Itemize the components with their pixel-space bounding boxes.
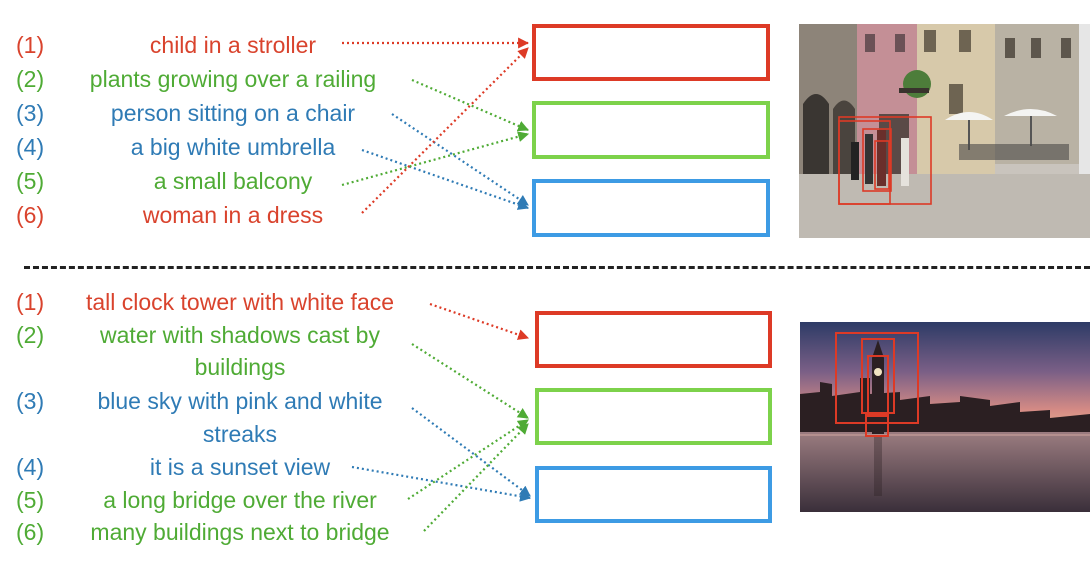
- bottom-item-5-number: (5): [16, 487, 45, 513]
- top-target-box-green: [532, 101, 770, 159]
- top-item-2-number: (2): [16, 66, 45, 92]
- street-scene-illustration: [799, 24, 1090, 238]
- bottom-item-3-text-line2: streaks: [202, 421, 278, 447]
- section-divider: [24, 266, 1090, 269]
- top-item-4-number: (4): [16, 134, 45, 160]
- top-item-1-text: child in a stroller: [149, 32, 317, 58]
- top-item-3-number: (3): [16, 100, 45, 126]
- top-item-3-text: person sitting on a chair: [110, 100, 356, 126]
- arrow-top-2: [411, 78, 530, 132]
- arrow-top-5: [341, 131, 530, 187]
- top-target-box-red: [532, 24, 770, 81]
- arrow-bottom-1: [429, 302, 530, 340]
- top-item-6-text: woman in a dress: [142, 202, 324, 228]
- arrow-bottom-2: [411, 343, 529, 419]
- sunset-clock-tower-photo: [800, 322, 1090, 512]
- arrow-top-6: [361, 47, 529, 214]
- bottom-item-3-text-line1: blue sky with pink and white: [97, 388, 383, 414]
- bottom-item-6-number: (6): [16, 519, 45, 545]
- bottom-target-box-blue: [535, 466, 772, 523]
- top-item-1-number: (1): [16, 32, 45, 58]
- top-item-5-text: a small balcony: [153, 168, 313, 194]
- bottom-item-6-text: many buildings next to bridge: [90, 519, 390, 545]
- arrow-bottom-3: [411, 407, 531, 497]
- bottom-item-5-text: a long bridge over the river: [103, 487, 377, 513]
- arrow-top-3: [391, 113, 529, 206]
- top-item-5-number: (5): [16, 168, 45, 194]
- bottom-item-4-number: (4): [16, 454, 45, 480]
- top-target-box-blue: [532, 179, 770, 237]
- bottom-item-2-text-line1: water with shadows cast by: [100, 322, 380, 348]
- arrow-top-4: [361, 148, 530, 210]
- sunset-clock-tower-illustration: [800, 322, 1090, 512]
- bottom-item-1-number: (1): [16, 289, 45, 315]
- bottom-item-2-number: (2): [16, 322, 45, 348]
- top-item-6-number: (6): [16, 202, 45, 228]
- bottom-target-box-red: [535, 311, 772, 368]
- top-item-4-text: a big white umbrella: [130, 134, 336, 160]
- arrow-bottom-4: [351, 465, 532, 502]
- street-scene-photo: [799, 24, 1090, 238]
- top-item-2-text: plants growing over a railing: [89, 66, 377, 92]
- bottom-item-3-number: (3): [16, 388, 45, 414]
- bottom-target-box-green: [535, 388, 772, 445]
- arrow-bottom-5: [407, 419, 529, 500]
- bottom-item-2-text-line2: buildings: [194, 354, 286, 380]
- bottom-item-1-text: tall clock tower with white face: [85, 289, 395, 315]
- bottom-item-4-text: it is a sunset view: [149, 454, 331, 480]
- arrow-bottom-6: [423, 423, 529, 532]
